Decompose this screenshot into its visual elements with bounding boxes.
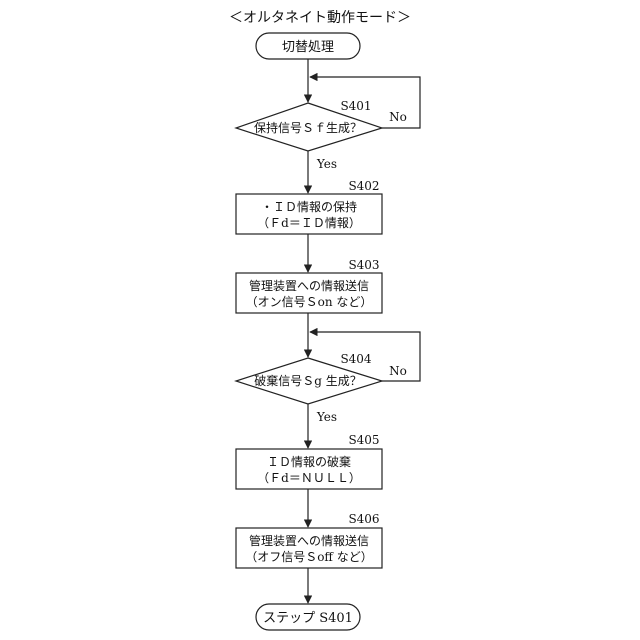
process-s403-line1: 管理装置への情報送信 bbox=[249, 278, 369, 293]
s404-no-label: No bbox=[389, 364, 407, 378]
start-label: 切替処理 bbox=[282, 40, 334, 55]
step-id-s404: S404 bbox=[340, 352, 371, 366]
s401-yes-label: Yes bbox=[316, 157, 337, 171]
decision-s401-label: 保持信号Ｓｆ生成？ bbox=[254, 120, 362, 135]
step-id-s401: S401 bbox=[340, 99, 371, 113]
step-id-s406: S406 bbox=[348, 512, 379, 526]
process-s402-line1: ・ＩＤ情報の保持 bbox=[261, 199, 357, 214]
process-s403-line2: （オン信号Ｓon など） bbox=[246, 295, 373, 309]
process-s405-line2: （Ｆd＝ＮＵＬＬ） bbox=[257, 471, 361, 485]
step-id-s405: S405 bbox=[348, 433, 379, 447]
process-s406-line1: 管理装置への情報送信 bbox=[249, 533, 369, 548]
process-s405-line1: ＩＤ情報の破棄 bbox=[267, 454, 351, 469]
decision-s404-label: 破棄信号Ｓg 生成？ bbox=[254, 373, 362, 388]
end-label: ステップ S401 bbox=[263, 611, 353, 626]
diagram-title: ＜オルタネイト動作モード＞ bbox=[229, 10, 411, 26]
s404-yes-label: Yes bbox=[316, 410, 337, 424]
process-s402-line2: （Ｆd＝ＩＤ情報） bbox=[257, 216, 361, 230]
step-id-s403: S403 bbox=[348, 258, 379, 272]
process-s406-line2: （オフ信号Ｓoff など） bbox=[245, 550, 373, 564]
s401-no-label: No bbox=[389, 110, 407, 124]
step-id-s402: S402 bbox=[348, 179, 379, 193]
